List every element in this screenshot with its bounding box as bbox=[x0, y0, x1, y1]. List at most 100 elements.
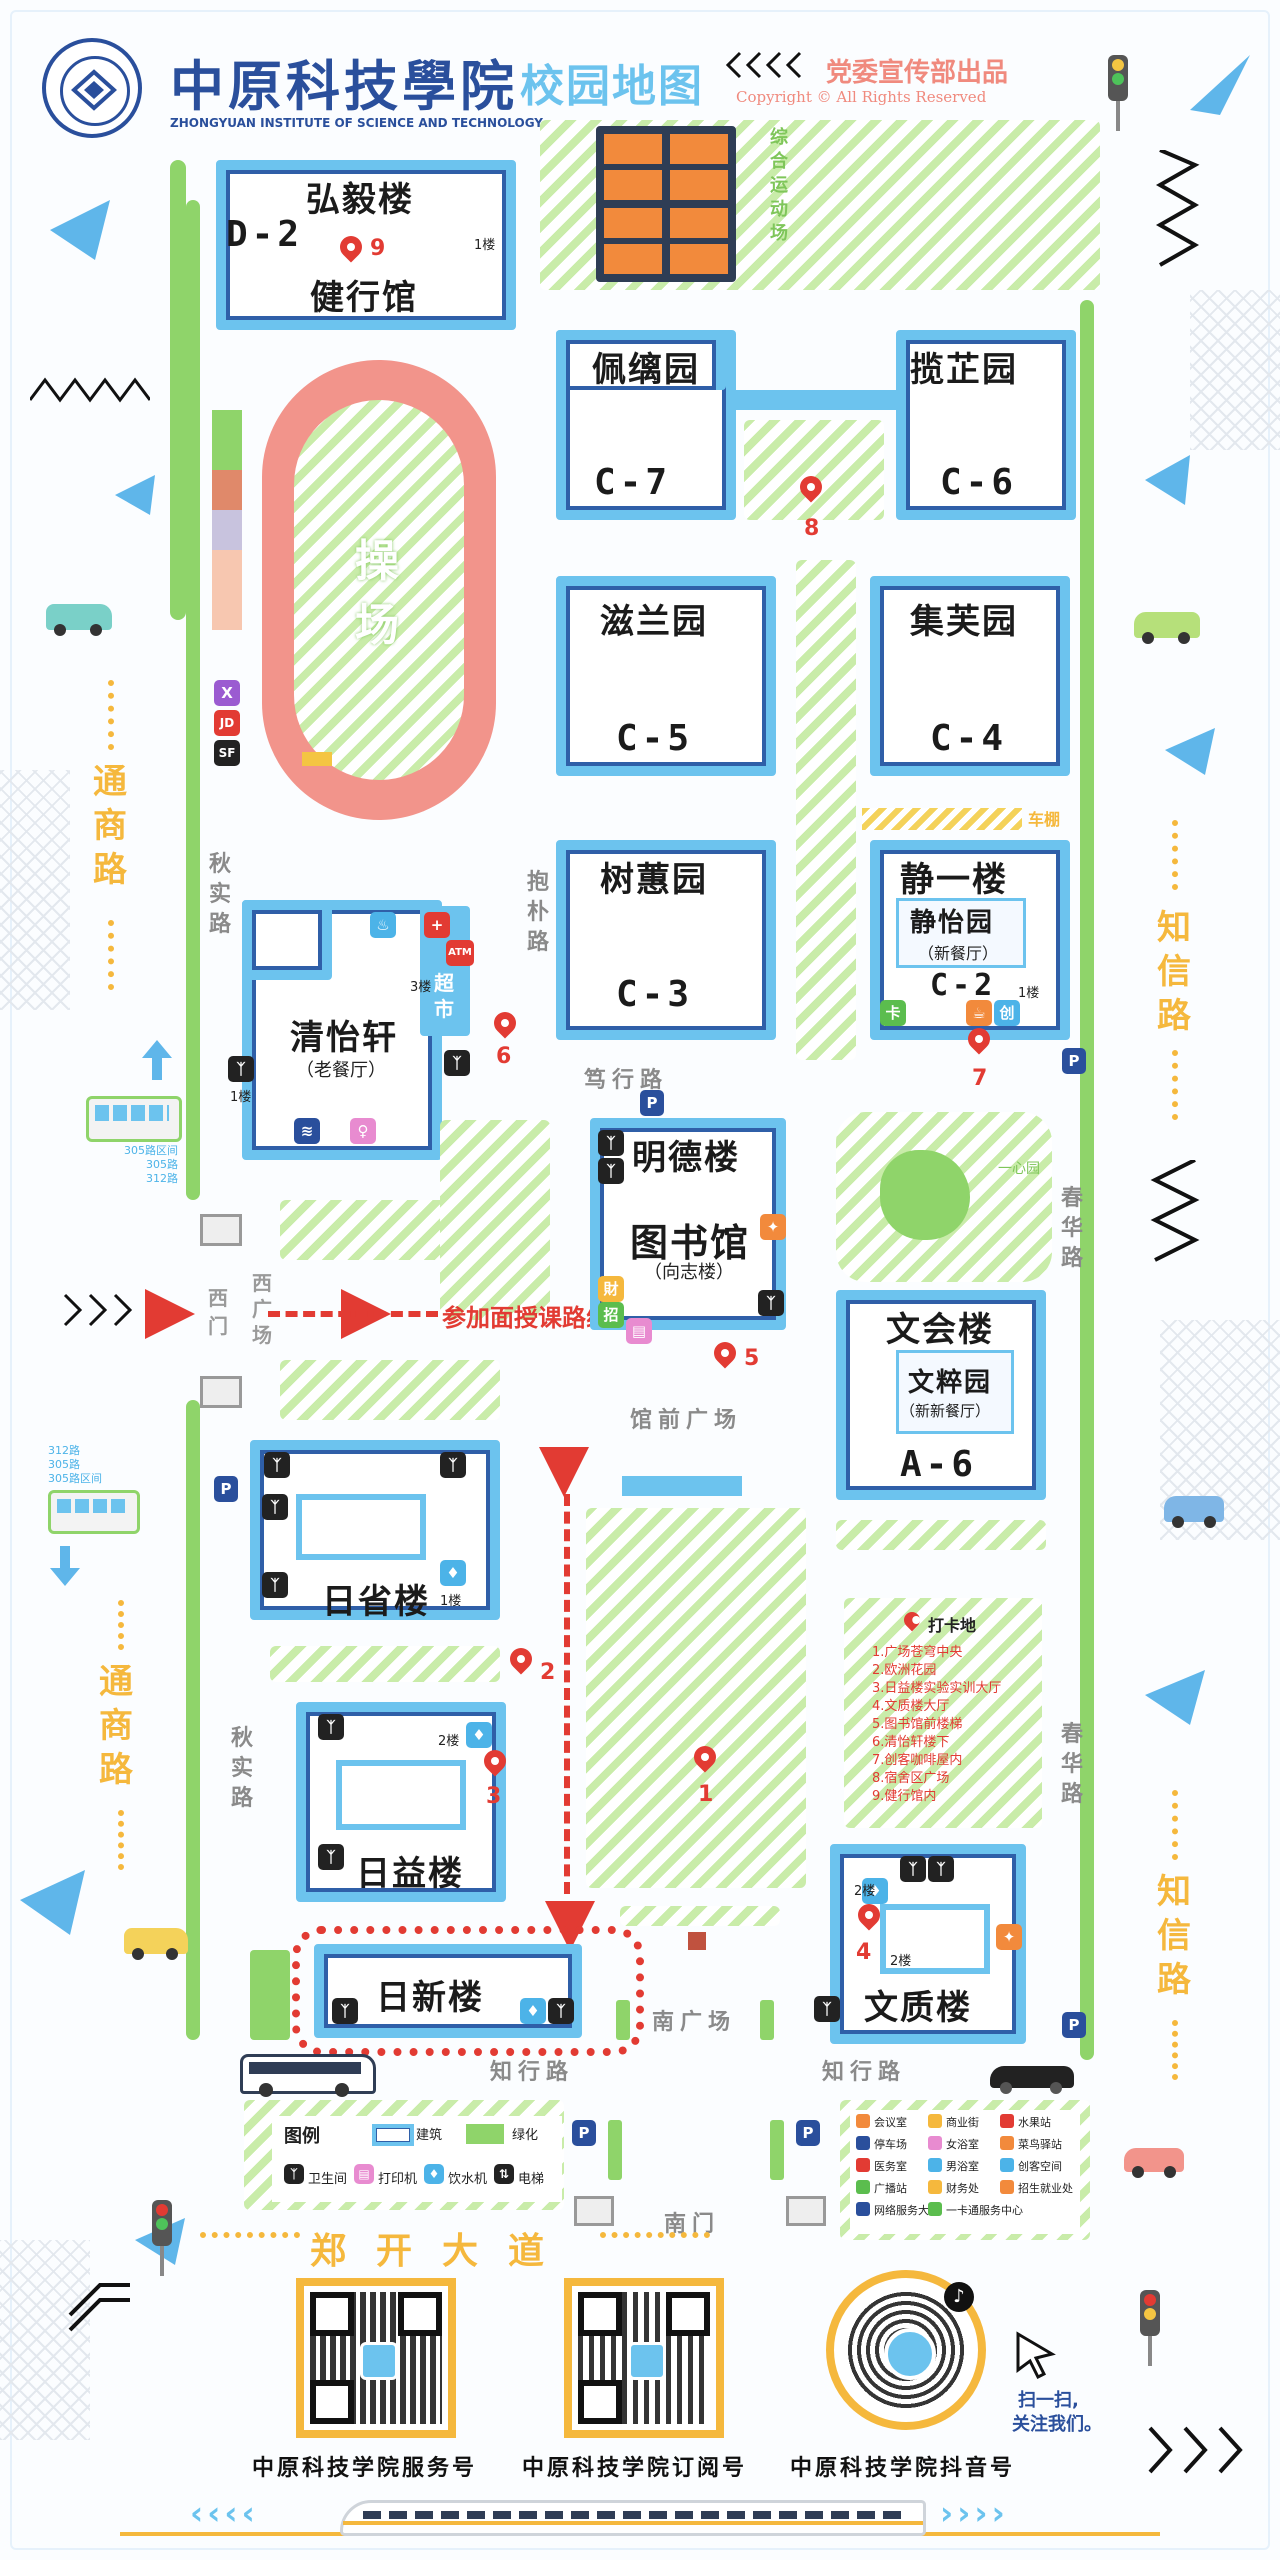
building-qingyi-name: 清怡轩 bbox=[290, 1018, 398, 1058]
legend-broadcast: 广播站 bbox=[874, 2182, 907, 2195]
courtyard bbox=[880, 1904, 990, 1974]
elevator-icon: ⇅ bbox=[494, 2164, 514, 2184]
building-mingde-name: 明德楼 bbox=[632, 1138, 740, 1178]
building-wenhui-name: 文会楼 bbox=[886, 1310, 994, 1350]
legend-parking: 停车场 bbox=[874, 2138, 907, 2151]
legend-women-bath: 女浴室 bbox=[946, 2138, 979, 2151]
maker-space-icon: 创 bbox=[994, 1000, 1020, 1026]
fountain bbox=[622, 1476, 742, 1496]
floor-label: 1楼 bbox=[440, 1594, 462, 1609]
building-c6 bbox=[896, 330, 1076, 520]
left-chevrons: ‹‹‹‹ bbox=[190, 2494, 259, 2532]
road-zhixin-label: 知信路 bbox=[1157, 1872, 1191, 2000]
green-area bbox=[608, 2120, 622, 2180]
legend-express: 菜鸟驿站 bbox=[1018, 2138, 1062, 2151]
legend-greenery-swatch bbox=[466, 2124, 504, 2144]
route-label: 参加面授课路线 bbox=[442, 1304, 610, 1332]
color-bar bbox=[212, 410, 242, 470]
route-arrow-icon bbox=[539, 1447, 589, 1497]
grid-pattern-decoration bbox=[1190, 290, 1280, 450]
green-area bbox=[270, 1646, 500, 1682]
printer-icon: ▤ bbox=[626, 1318, 652, 1344]
high-speed-train-icon bbox=[340, 2500, 926, 2536]
courtyard bbox=[336, 1760, 466, 1830]
checkin-list: 1.广场苍穹中央 2.欧洲花园 3.日益楼实验实训大厅 4.文质楼大厅 5.图书… bbox=[872, 1644, 1001, 1806]
fruit-legend-icon bbox=[1000, 2114, 1014, 2128]
road-zhengkai-label: 郑开大道 bbox=[310, 2231, 575, 2272]
commerce-legend-icon bbox=[928, 2114, 942, 2128]
building-qingyi-top bbox=[242, 900, 332, 980]
douyin-account-qr[interactable] bbox=[826, 2270, 986, 2430]
supermarket-label: 超市 bbox=[434, 971, 454, 1021]
school-logo bbox=[42, 38, 142, 138]
checkin-item: 7.创客咖啡屋内 bbox=[872, 1753, 963, 1768]
card-legend-icon bbox=[928, 2202, 942, 2216]
building-c4-name: 集芙园 bbox=[910, 602, 1018, 642]
green-area bbox=[620, 1906, 780, 1926]
right-chevrons: ›››› bbox=[940, 2494, 1009, 2532]
sf-express-icon: SF bbox=[214, 740, 240, 766]
building-c3-name: 树蕙园 bbox=[600, 860, 708, 900]
down-arrow-icon bbox=[50, 1546, 80, 1586]
checkin-item: 2.欧洲花园 bbox=[872, 1663, 937, 1678]
wifi-icon: ≋ bbox=[294, 1118, 320, 1144]
coach-bus-icon bbox=[240, 2054, 376, 2097]
triangle-decoration bbox=[20, 1870, 85, 1935]
checkin-pin-5-number: 5 bbox=[744, 1346, 760, 1371]
service-account-qr[interactable] bbox=[296, 2278, 456, 2438]
bus-route: 305路 bbox=[146, 1158, 178, 1171]
publisher-label: 党委宣传部出品 bbox=[826, 58, 1009, 88]
legend-title: 图例 bbox=[284, 2126, 320, 2147]
clinic-icon: + bbox=[424, 912, 450, 938]
dotted-road-line bbox=[1172, 820, 1178, 890]
building-c7-name: 佩缡园 bbox=[592, 350, 700, 390]
checkin-panel bbox=[844, 1598, 1042, 1828]
toilet-icon: ᛉ bbox=[262, 1572, 288, 1598]
subscription-account-qr[interactable] bbox=[564, 2278, 724, 2438]
building-jingyi-name: 静一楼 bbox=[900, 860, 1008, 900]
checkin-item: 8.宿舍区广场 bbox=[872, 1771, 950, 1786]
gate-pillar bbox=[574, 2196, 614, 2226]
bus-route: 305路区间 bbox=[48, 1472, 102, 1485]
wencui-sub: （新新餐厅） bbox=[900, 1402, 991, 1420]
field-marker bbox=[302, 752, 332, 766]
green-area bbox=[616, 2000, 630, 2040]
floor-label: 2楼 bbox=[890, 1954, 912, 1969]
parking-icon: P bbox=[796, 2120, 820, 2146]
legend-maker: 创客空间 bbox=[1018, 2160, 1062, 2173]
bike-shed-label: 车棚 bbox=[1028, 810, 1061, 829]
floor-label: 3楼 bbox=[410, 980, 432, 995]
road-zhixing-label: 知行路 bbox=[490, 2060, 575, 2085]
legend-meeting: 会议室 bbox=[874, 2116, 907, 2129]
checkin-pin-4-number: 4 bbox=[856, 1940, 872, 1965]
building-rixin-name: 日新楼 bbox=[376, 1978, 484, 2018]
zigzag-decoration bbox=[30, 377, 150, 403]
road-baopu-label: 抱朴路 bbox=[526, 870, 549, 955]
green-area bbox=[760, 2000, 774, 2040]
parking-icon: P bbox=[214, 1476, 238, 1502]
route-start-arrow-icon bbox=[145, 1289, 195, 1339]
building-c5 bbox=[556, 576, 776, 776]
toilet-icon: ᛉ bbox=[318, 1714, 344, 1740]
legend-men-bath: 男浴室 bbox=[946, 2160, 979, 2173]
building-c5-code: C-5 bbox=[616, 718, 694, 759]
dotted-road-line bbox=[108, 920, 114, 990]
west-square-label: 西广场 bbox=[252, 1271, 272, 1347]
toilet-icon: ᛉ bbox=[332, 1998, 358, 2024]
gym-name: 健行馆 bbox=[310, 278, 418, 318]
floor-label: 2楼 bbox=[438, 1734, 460, 1749]
bus-route: 305路区间 bbox=[124, 1144, 178, 1157]
water-dispenser-icon: ♦ bbox=[424, 2164, 444, 2184]
coffee-icon: ☕ bbox=[966, 1000, 992, 1026]
triangle-decoration bbox=[115, 475, 155, 515]
bus-route: 312路 bbox=[146, 1172, 178, 1185]
building-d2 bbox=[216, 160, 516, 330]
checkin-pin-8-number: 8 bbox=[804, 516, 820, 541]
car-icon bbox=[990, 2066, 1074, 2094]
triangle-decoration bbox=[1145, 1670, 1205, 1725]
checkin-item: 3.日益楼实验实训大厅 bbox=[872, 1681, 1002, 1696]
employment-icon: ✦ bbox=[760, 1214, 786, 1240]
road-chunhua-label: 春华路 bbox=[1060, 1186, 1083, 1271]
printer-icon: ▤ bbox=[354, 2164, 374, 2184]
